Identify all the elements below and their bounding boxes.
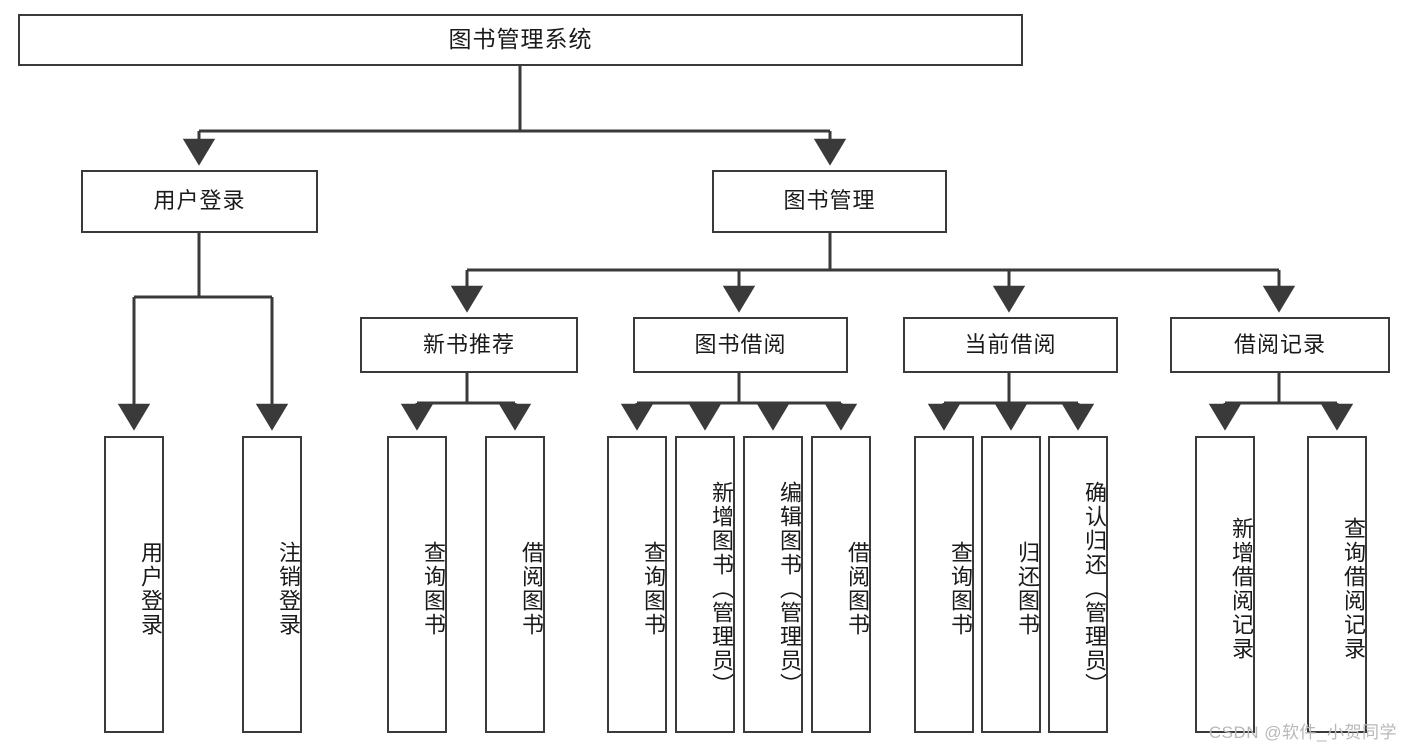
node-leaf-confirm-return-label: 确认归还（管理员） (1082, 480, 1107, 697)
node-leaf-borrow-book-1[interactable]: 借阅图书 (485, 436, 545, 733)
node-leaf-query-book-2-label: 查询图书 (641, 540, 666, 637)
node-leaf-user-login[interactable]: 用户登录 (104, 436, 164, 733)
node-leaf-query-record[interactable]: 查询借阅记录 (1307, 436, 1367, 733)
node-leaf-return-book-label: 归还图书 (1015, 540, 1040, 637)
watermark: CSDN @软件_小贺同学 (1208, 723, 1397, 742)
node-book-borrow[interactable]: 图书借阅 (633, 317, 848, 373)
node-book-manage-label: 图书管理 (783, 188, 876, 214)
node-user-login-label: 用户登录 (153, 188, 246, 214)
node-leaf-borrow-book-1-label: 借阅图书 (519, 540, 544, 637)
node-borrow-record-label: 借阅记录 (1233, 331, 1326, 357)
node-leaf-query-book-1[interactable]: 查询图书 (387, 436, 447, 733)
node-user-login[interactable]: 用户登录 (81, 170, 318, 233)
node-leaf-borrow-book-2[interactable]: 借阅图书 (811, 436, 871, 733)
node-root-label: 图书管理系统 (448, 26, 593, 53)
node-leaf-edit-book[interactable]: 编辑图书（管理员） (743, 436, 803, 733)
node-leaf-add-record-label: 新增借阅记录 (1229, 516, 1254, 661)
node-leaf-user-logout[interactable]: 注销登录 (242, 436, 302, 733)
node-leaf-query-book-3-label: 查询图书 (948, 540, 973, 637)
node-leaf-confirm-return[interactable]: 确认归还（管理员） (1048, 436, 1108, 733)
node-leaf-query-book-2[interactable]: 查询图书 (607, 436, 667, 733)
node-leaf-user-logout-label: 注销登录 (276, 540, 301, 637)
node-leaf-query-record-label: 查询借阅记录 (1341, 516, 1366, 661)
node-current-borrow-label: 当前借阅 (964, 331, 1057, 357)
node-leaf-query-book-1-label: 查询图书 (421, 540, 446, 637)
node-leaf-user-login-label: 用户登录 (138, 540, 163, 637)
node-leaf-return-book[interactable]: 归还图书 (981, 436, 1041, 733)
node-book-manage[interactable]: 图书管理 (712, 170, 947, 233)
node-root[interactable]: 图书管理系统 (18, 14, 1023, 66)
node-new-book-recommend-label: 新书推荐 (422, 331, 515, 357)
node-borrow-record[interactable]: 借阅记录 (1170, 317, 1390, 373)
node-leaf-add-book-label: 新增图书（管理员） (709, 480, 734, 697)
node-leaf-borrow-book-2-label: 借阅图书 (845, 540, 870, 637)
node-new-book-recommend[interactable]: 新书推荐 (360, 317, 578, 373)
node-leaf-query-book-3[interactable]: 查询图书 (914, 436, 974, 733)
node-current-borrow[interactable]: 当前借阅 (903, 317, 1118, 373)
node-leaf-add-record[interactable]: 新增借阅记录 (1195, 436, 1255, 733)
node-leaf-add-book[interactable]: 新增图书（管理员） (675, 436, 735, 733)
node-book-borrow-label: 图书借阅 (694, 331, 787, 357)
node-leaf-edit-book-label: 编辑图书（管理员） (777, 480, 802, 697)
